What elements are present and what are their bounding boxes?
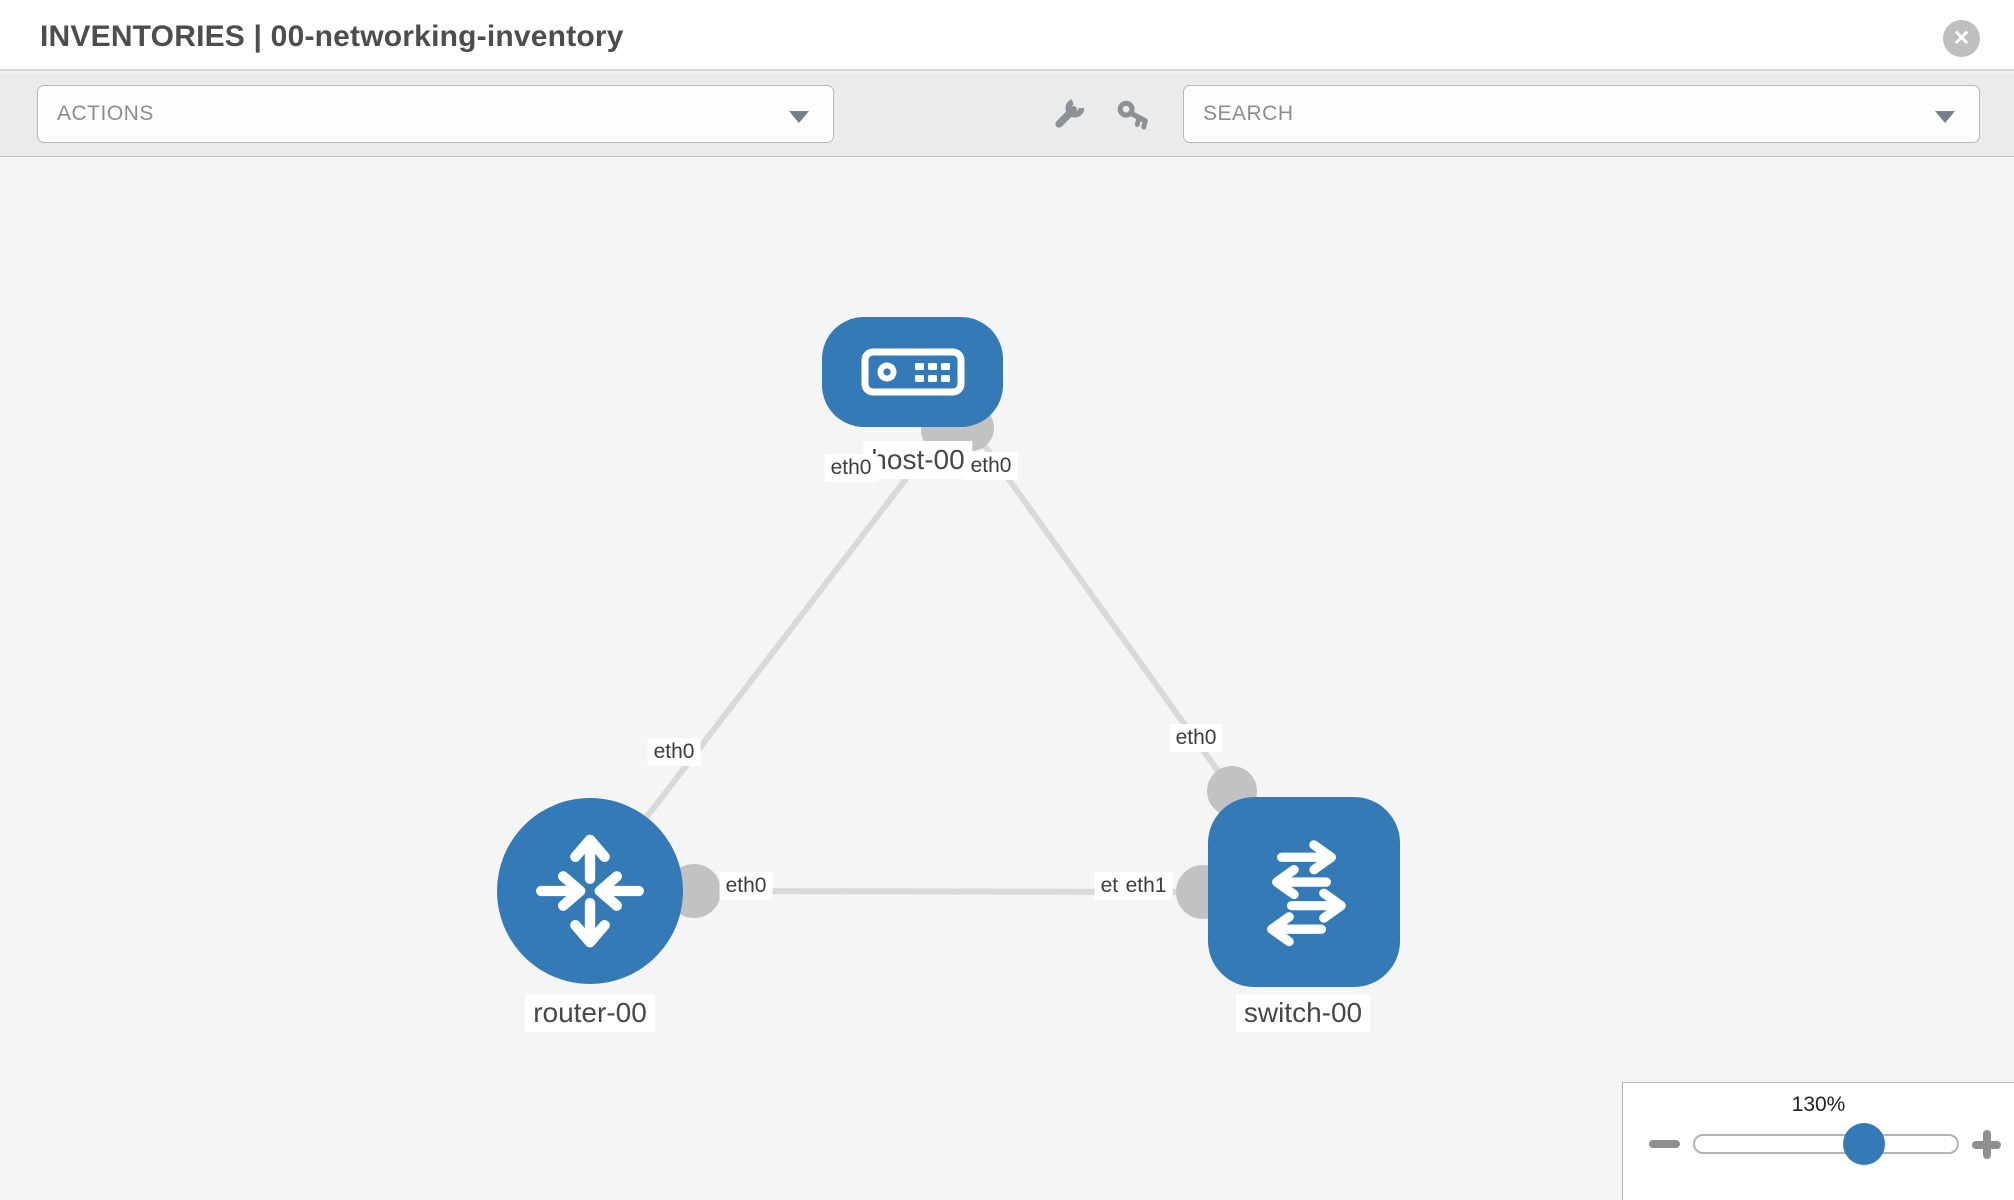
zoom-level: 130% bbox=[1791, 1093, 1846, 1116]
interface-label-switch-eth0-uplink: eth0 bbox=[1169, 724, 1223, 752]
wrench-icon[interactable] bbox=[1049, 96, 1087, 134]
host-icon bbox=[861, 348, 964, 396]
interface-label-host-eth0-right: eth0 bbox=[964, 452, 1018, 480]
zoom-slider-knob[interactable] bbox=[1843, 1123, 1885, 1165]
interface-label-host-eth0-left: eth0 bbox=[824, 454, 878, 482]
switch-icon bbox=[1267, 840, 1346, 947]
actions-dropdown-label: ACTIONS bbox=[57, 102, 154, 125]
interface-label-router-eth0: eth0 bbox=[719, 872, 773, 900]
key-icon[interactable] bbox=[1114, 96, 1152, 134]
node-label-router: router-00 bbox=[525, 994, 655, 1032]
router-icon bbox=[536, 834, 644, 948]
zoom-control-panel: 130% bbox=[1622, 1082, 2014, 1200]
topology-canvas[interactable] bbox=[0, 158, 2014, 1200]
node-host-00[interactable] bbox=[822, 317, 1003, 427]
node-router-00[interactable] bbox=[497, 798, 683, 984]
interface-label-switch-eth1: eth1 bbox=[1119, 872, 1173, 900]
chevron-down-icon bbox=[1935, 111, 1955, 123]
search-placeholder: SEARCH bbox=[1203, 102, 1294, 125]
node-label-host: host-00 bbox=[863, 441, 973, 479]
page-title: INVENTORIES | 00-networking-inventory bbox=[40, 20, 624, 53]
zoom-slider-track[interactable] bbox=[1693, 1134, 1959, 1154]
link-host-router[interactable] bbox=[587, 426, 948, 893]
chevron-down-icon bbox=[789, 111, 809, 123]
zoom-out-button[interactable] bbox=[1649, 1140, 1680, 1148]
close-icon[interactable]: ✕ bbox=[1943, 20, 1980, 57]
node-switch-00[interactable] bbox=[1208, 797, 1400, 987]
zoom-in-button[interactable] bbox=[1972, 1130, 2001, 1159]
toolbar: ACTIONS SEARCH bbox=[0, 73, 2014, 157]
actions-dropdown[interactable]: ACTIONS bbox=[37, 85, 834, 143]
search-input[interactable]: SEARCH bbox=[1183, 85, 1980, 143]
interface-label-router-eth0-uplink: eth0 bbox=[647, 738, 701, 766]
header-bar: INVENTORIES | 00-networking-inventory ✕ bbox=[0, 0, 2014, 71]
node-label-switch: switch-00 bbox=[1235, 994, 1371, 1032]
